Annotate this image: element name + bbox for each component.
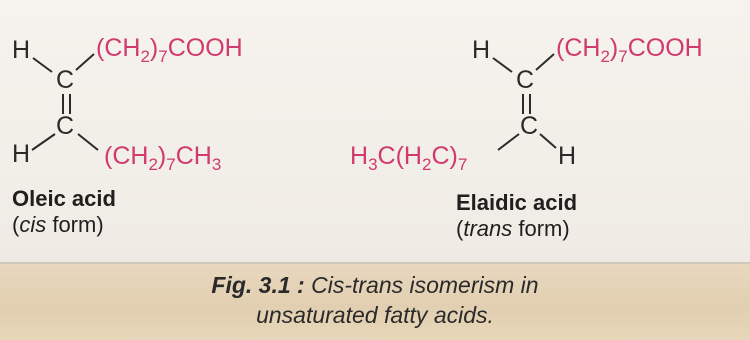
elaidic-bond-bottom-group <box>497 133 520 151</box>
oleic-acid-form: (cis form) <box>12 212 104 237</box>
elaidic-bond-top-group <box>535 53 555 71</box>
oleic-top-h: H <box>12 36 30 64</box>
figure-area <box>0 0 750 262</box>
oleic-acid-name: Oleic acid <box>12 186 116 211</box>
elaidic-bond-bottom-h <box>539 133 557 149</box>
elaidic-carbon-bottom: C <box>520 112 538 140</box>
elaidic-acid-name: Elaidic acid <box>456 190 578 215</box>
oleic-bond-top-h <box>32 57 53 73</box>
figure-caption-line1: Fig. 3.1 : Cis-trans isomerism in <box>211 272 539 298</box>
elaidic-acid-form: (trans form) <box>456 216 570 241</box>
oleic-carbon-bottom: C <box>56 112 74 140</box>
elaidic-acid-structure: H C (CH2)7COOH C H3C(H2C)7 H <box>350 34 703 174</box>
oleic-carbon-top: C <box>56 66 74 94</box>
oleic-bottom-h: H <box>12 140 30 168</box>
structures-diagram: H C (CH2)7COOH C H (CH2)7CH3 H C (CH2)7C… <box>12 34 703 174</box>
oleic-bond-bottom-h <box>31 133 56 151</box>
elaidic-bottom-group: H3C(H2C)7 <box>350 142 467 174</box>
oleic-bond-top-group <box>75 53 95 71</box>
oleic-top-group: (CH2)7COOH <box>96 34 243 66</box>
oleic-bottom-group: (CH2)7CH3 <box>104 142 221 174</box>
figure-caption-line2: unsaturated fatty acids. <box>256 302 494 328</box>
oleic-bond-bottom-group <box>77 133 99 151</box>
elaidic-top-h: H <box>472 36 490 64</box>
elaidic-bottom-h: H <box>558 142 576 170</box>
oleic-acid-structure: H C (CH2)7COOH C H (CH2)7CH3 <box>12 34 243 174</box>
elaidic-bond-top-h <box>492 57 513 73</box>
elaidic-carbon-top: C <box>516 66 534 94</box>
elaidic-top-group: (CH2)7COOH <box>556 34 703 66</box>
caption-area <box>0 262 750 340</box>
